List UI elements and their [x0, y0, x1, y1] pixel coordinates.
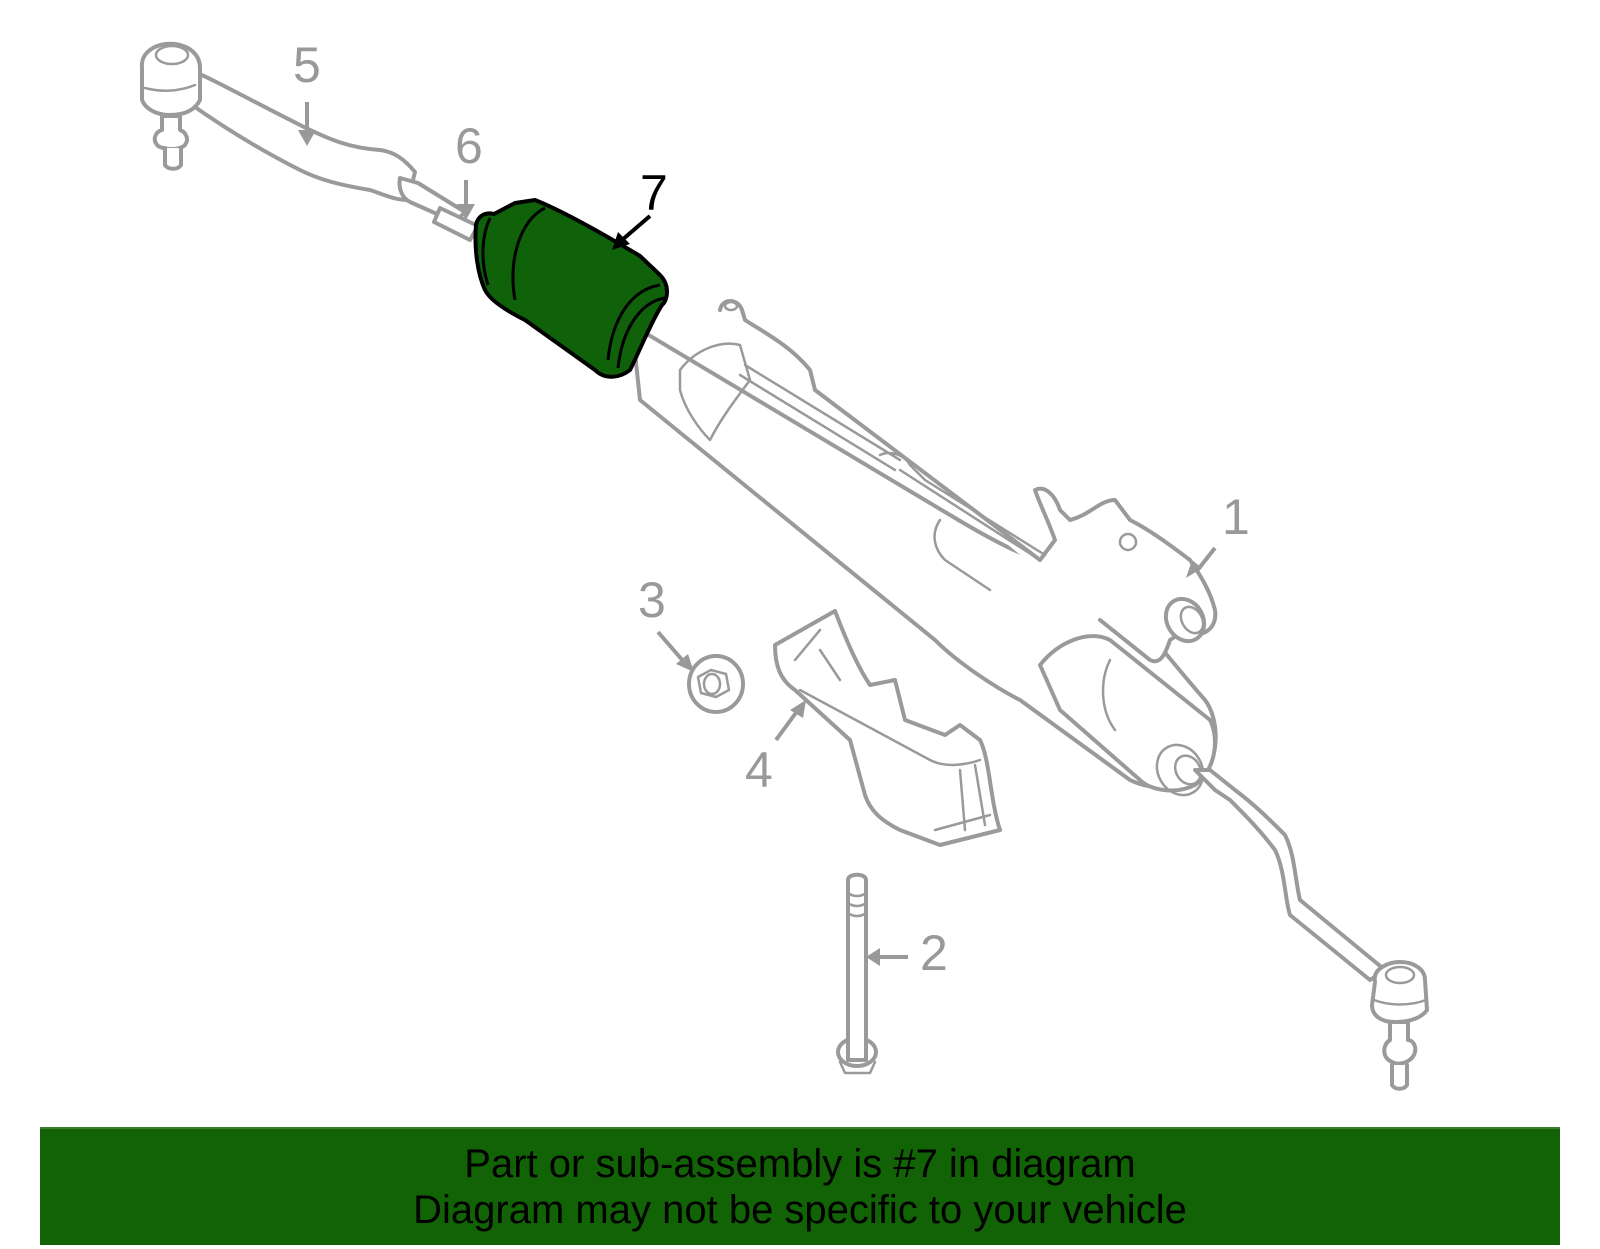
banner-line-disclaimer: Diagram may not be specific to your vehi… — [413, 1188, 1187, 1232]
tie-rod-end-right[interactable] — [1193, 768, 1429, 1091]
part-4-bracket[interactable] — [773, 609, 1002, 847]
svg-text:5: 5 — [293, 37, 321, 93]
svg-text:6: 6 — [455, 118, 483, 174]
part-1-steering-gear[interactable] — [630, 299, 1218, 804]
part-3-nut[interactable] — [687, 654, 745, 714]
svg-text:3: 3 — [638, 572, 666, 628]
callout-1: 1 — [1186, 489, 1250, 578]
callout-2: 2 — [866, 925, 948, 981]
part-6-inner-tie-rod[interactable] — [432, 206, 480, 242]
svg-text:2: 2 — [920, 925, 948, 981]
callout-4: 4 — [745, 700, 806, 798]
callout-5: 5 — [293, 37, 321, 146]
callout-6: 6 — [455, 118, 483, 220]
callout-3: 3 — [638, 572, 694, 672]
part-2-bolt[interactable] — [836, 872, 878, 1075]
banner-line-part-number: Part or sub-assembly is #7 in diagram — [464, 1142, 1136, 1186]
svg-text:4: 4 — [745, 742, 773, 798]
callout-7: 7 — [612, 165, 668, 250]
svg-text:7: 7 — [640, 165, 668, 221]
part-info-banner: Part or sub-assembly is #7 in diagram Di… — [40, 1127, 1560, 1245]
svg-text:1: 1 — [1222, 489, 1250, 545]
part-5-tie-rod-end-left[interactable] — [139, 41, 467, 224]
